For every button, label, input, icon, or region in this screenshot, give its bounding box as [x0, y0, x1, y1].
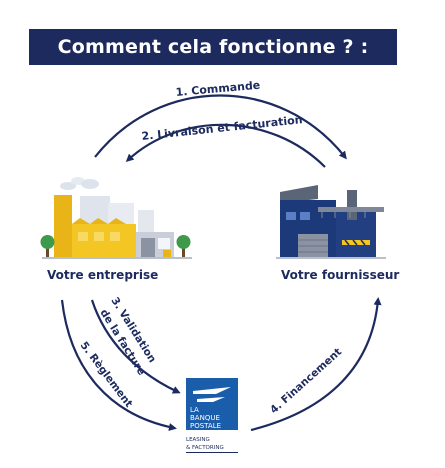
- arrow-validation: [90, 299, 181, 394]
- step-4-label: 4. Financement: [268, 346, 344, 416]
- arrow-payment: [60, 299, 177, 431]
- logo-sub2: & FACTORING: [186, 445, 224, 451]
- arrow-order: [94, 94, 347, 160]
- arrow-delivery: [125, 123, 326, 168]
- logo-line1: LA: [190, 406, 199, 414]
- logo-line2: BANQUE: [190, 414, 220, 422]
- supplier-illustration: [276, 185, 386, 259]
- arrow-financing: [250, 297, 382, 432]
- logo-sub1: LEASING: [186, 437, 210, 443]
- logo-line3: POSTALE: [190, 422, 221, 430]
- company-label: Votre entreprise: [47, 268, 159, 282]
- company-illustration: [40, 177, 192, 259]
- bank-logo: LA BANQUE POSTALE LEASING & FACTORING: [186, 378, 238, 453]
- supplier-label: Votre fournisseur: [281, 268, 400, 282]
- step-2-label: 2. Livraison et facturation: [141, 113, 303, 143]
- page-title: Comment cela fonctionne ? :: [29, 29, 397, 65]
